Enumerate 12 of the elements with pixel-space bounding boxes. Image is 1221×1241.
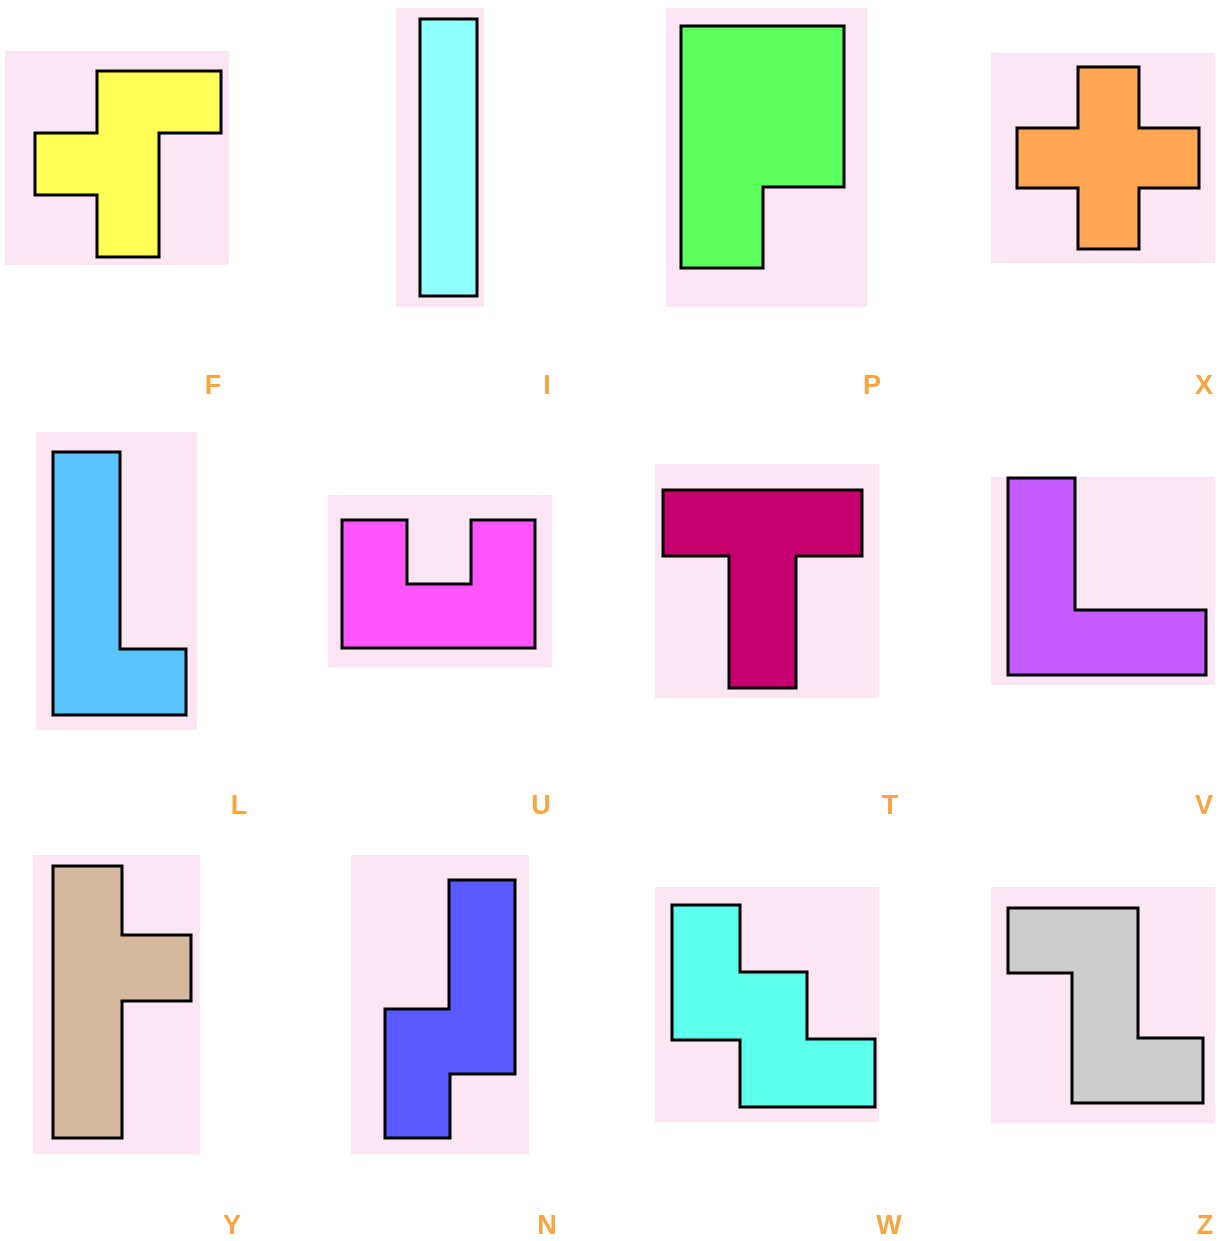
letter-label: T [881,791,899,819]
letter-label: Y [223,1211,241,1239]
letter-label: U [531,791,551,819]
letter-label: V [1195,791,1213,819]
letter-label: Z [1196,1211,1214,1239]
letter-label: P [863,371,881,399]
letter-label: F [204,371,222,399]
letter-label: L [230,791,248,819]
letter-label: N [537,1211,557,1239]
letter-label: W [876,1211,902,1239]
letter-label: I [543,371,551,399]
letter-label: X [1195,371,1213,399]
